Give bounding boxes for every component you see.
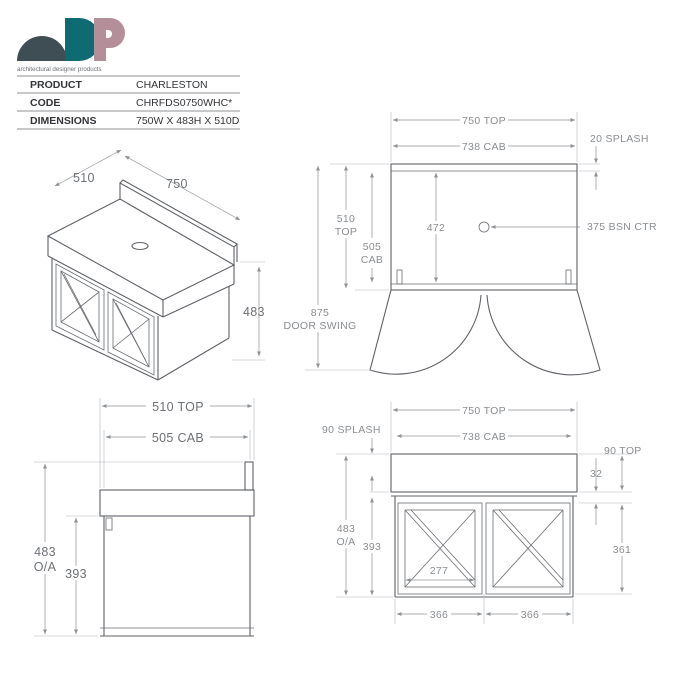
- spec-value-dimensions: 750W X 483H X 510D: [136, 115, 240, 127]
- logo-p-counter: [106, 30, 112, 38]
- plan-cab-width: 738 CAB: [462, 141, 506, 153]
- logo-p-shape: [94, 18, 125, 61]
- plan-depth-top-1: 510: [337, 213, 355, 225]
- logo-a-shape: [17, 36, 67, 61]
- front-door-inner-width: 277: [430, 565, 448, 577]
- side-overall-2: O/A: [34, 560, 57, 574]
- spec-value-product: CHARLESTON: [136, 79, 208, 91]
- plan-view: 750 TOP 738 CAB 20 SPLASH 510 TOP 505 CA…: [284, 112, 657, 376]
- iso-view: 510 750 483: [46, 149, 265, 381]
- plan-cab-depth-1: 505: [363, 241, 381, 253]
- plan-basin-centre: 375 BSN CTR: [587, 221, 657, 233]
- plan-top-width: 750 TOP: [462, 115, 506, 127]
- front-view: 750 TOP 738 CAB 90 SPLASH 483 O/A 393 90…: [322, 402, 642, 624]
- brand-tagline: architectural designer products: [17, 66, 102, 73]
- logo-d-shape: [65, 18, 101, 61]
- front-top-width: 750 TOP: [462, 405, 506, 417]
- iso-height-label: 483: [243, 305, 265, 319]
- front-door-height: 361: [613, 544, 631, 556]
- plan-splash-label: 20 SPLASH: [590, 133, 649, 145]
- brand-logo: architectural designer products: [17, 18, 125, 73]
- front-top-thickness: 90 TOP: [604, 445, 642, 457]
- front-splash-label: 90 SPLASH: [322, 424, 381, 436]
- side-view: 510 TOP 505 CAB 483 O/A 393: [27, 398, 255, 637]
- iso-depth-label: 510: [73, 171, 95, 185]
- front-overall-1: 483: [337, 523, 355, 535]
- spec-label-dimensions: DIMENSIONS: [30, 115, 97, 127]
- side-cab-depth: 505 CAB: [152, 431, 204, 445]
- front-door-right-width: 366: [521, 609, 539, 621]
- plan-cab-depth-2: CAB: [361, 254, 384, 266]
- plan-depth-top-2: TOP: [335, 226, 357, 238]
- spec-value-code: CHRFDS0750WHC*: [136, 97, 232, 109]
- side-overall-1: 483: [34, 545, 56, 559]
- plan-door-swing-1: 875: [311, 307, 329, 319]
- iso-width-label: 750: [166, 177, 188, 191]
- spec-table: PRODUCT CHARLESTON CODE CHRFDS0750WHC* D…: [17, 75, 240, 130]
- front-door-left-width: 366: [430, 609, 448, 621]
- plan-door-swing-2: DOOR SWING: [284, 320, 357, 332]
- front-overall-2: O/A: [337, 536, 356, 548]
- spec-label-code: CODE: [30, 97, 60, 109]
- front-cab-width: 738 CAB: [462, 431, 506, 443]
- front-body-height: 393: [363, 541, 381, 553]
- side-body-height: 393: [65, 567, 87, 581]
- side-top-depth: 510 TOP: [152, 400, 204, 414]
- spec-label-product: PRODUCT: [30, 79, 83, 91]
- plan-inner-depth: 472: [427, 222, 445, 234]
- front-gap-label: 32: [590, 468, 602, 480]
